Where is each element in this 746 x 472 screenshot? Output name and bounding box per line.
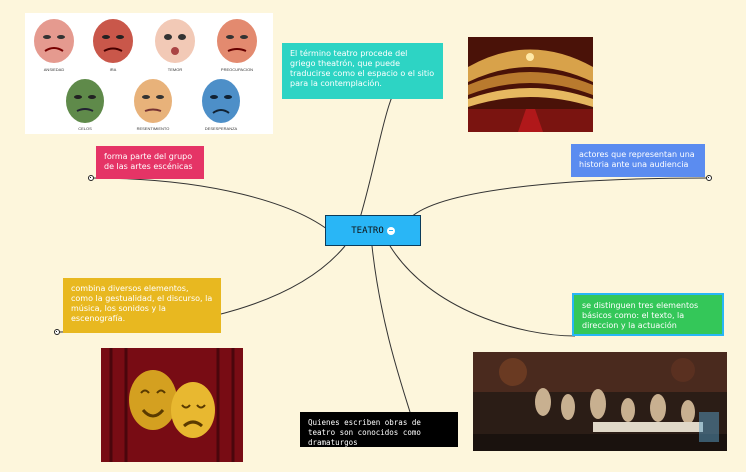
connector-basics: [390, 246, 575, 336]
topic-playwrights[interactable]: Quienes escriben obras de teatro son con…: [300, 412, 458, 447]
mask-label-3: PREOCUPACION: [221, 67, 253, 72]
central-topic-teatro[interactable]: TEATRO: [325, 215, 421, 246]
mask-label-2: TEMOR: [168, 67, 183, 72]
mask-fear: [155, 19, 195, 63]
theater-auditorium-image: [468, 37, 593, 132]
stage-performance-image: [473, 352, 727, 451]
collapse-handle-arts-icon[interactable]: [88, 175, 94, 181]
mask-anxiety: [34, 19, 74, 63]
tragedy-mask: [171, 382, 215, 438]
topic-actors-text: actores que representan una historia ant…: [579, 150, 695, 169]
connector-playwrights: [372, 246, 410, 412]
topic-playwrights-text: Quienes escriben obras de teatro son con…: [308, 418, 421, 447]
connector-arts: [92, 178, 340, 240]
topic-performing-arts-text: forma parte del grupo de las artes escén…: [104, 152, 193, 171]
mask-label-4: CELOS: [78, 126, 92, 131]
mask-label-6: DESESPERANZA: [205, 126, 238, 131]
topic-actors[interactable]: actores que representan una historia ant…: [571, 144, 705, 177]
collapse-handle-elements-icon[interactable]: [54, 329, 60, 335]
mask-label-1: IRA: [110, 67, 117, 72]
mask-hopelessness: [202, 79, 240, 123]
topic-combined-elements[interactable]: combina diversos elementos, como la gest…: [63, 278, 221, 333]
mask-label-5: RESENTIMIENTO: [137, 126, 170, 131]
topic-definition-text: El término teatro procede del griego the…: [290, 49, 434, 88]
comedy-tragedy-masks-image: [101, 348, 243, 462]
collapse-handle-actors-icon[interactable]: [706, 175, 712, 181]
topic-basic-elements[interactable]: se distinguen tres elementos básicos com…: [572, 293, 724, 336]
topic-definition[interactable]: El término teatro procede del griego the…: [282, 43, 443, 99]
topic-performing-arts[interactable]: forma parte del grupo de las artes escén…: [96, 146, 204, 179]
central-topic-label: TEATRO: [351, 226, 384, 236]
collapse-badge-icon[interactable]: [387, 227, 395, 235]
topic-basic-elements-text: se distinguen tres elementos básicos com…: [582, 301, 698, 330]
mask-jealousy: [66, 79, 104, 123]
mask-resentment: [134, 79, 172, 123]
mask-worry: [217, 19, 257, 63]
comedy-mask: [129, 370, 177, 430]
emotion-masks-image: ANSIEDAD IRA TEMOR PREOCUPACION CELOS RE…: [25, 13, 273, 134]
mask-anger: [93, 19, 133, 63]
mask-label-0: ANSIEDAD: [44, 67, 65, 72]
topic-combined-elements-text: combina diversos elementos, como la gest…: [71, 284, 212, 323]
connector-actors: [410, 178, 708, 218]
